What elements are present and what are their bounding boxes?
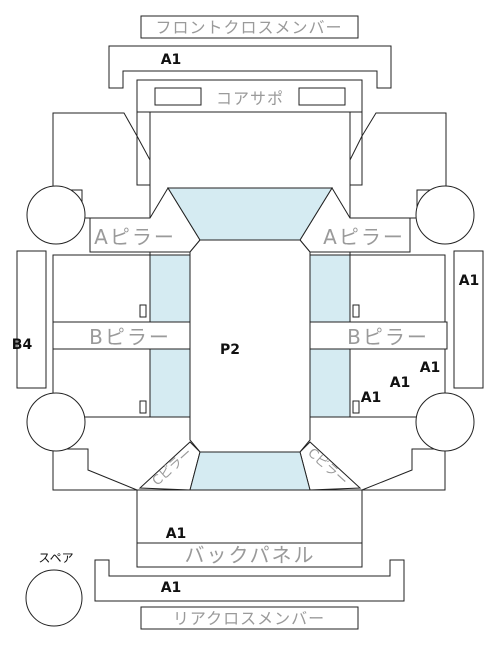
side-sill-right-mark: A1 xyxy=(459,273,480,289)
front-cross-member-mark: A1 xyxy=(161,52,182,68)
door-handle-rear-right xyxy=(352,400,360,414)
b-pillar-left[interactable] xyxy=(52,321,191,350)
core-support-label: コアサポ xyxy=(216,89,284,108)
rear-window[interactable] xyxy=(189,451,311,491)
roof[interactable] xyxy=(189,239,311,453)
wheel-rear-left[interactable] xyxy=(26,392,86,452)
door-handle-front-right xyxy=(352,304,360,318)
side-sill-left-mark: B4 xyxy=(12,337,33,353)
right-rear-mark-2: A1 xyxy=(390,375,411,391)
side-sill-left[interactable] xyxy=(16,250,47,389)
wheel-front-right[interactable] xyxy=(415,185,475,245)
right-rear-mark-1: A1 xyxy=(420,360,441,376)
back-panel-label: バックパネル xyxy=(185,543,316,567)
b-pillar-left-label: Bピラー xyxy=(89,325,171,349)
rear-quarter-right[interactable] xyxy=(361,448,446,491)
rear-cross-member-label: リアクロスメンバー xyxy=(173,609,325,628)
b-pillar-right-label: Bピラー xyxy=(347,325,429,349)
door-handle-front-left xyxy=(139,304,147,318)
wheel-front-left[interactable] xyxy=(26,185,86,245)
back-panel-mark: A1 xyxy=(166,526,187,542)
rear-cross-member-label-box xyxy=(140,606,359,630)
headlight-left xyxy=(154,87,202,106)
front-cross-member-label: フロントクロスメンバー xyxy=(155,18,342,37)
headlight-right xyxy=(298,87,346,106)
rear-cross-member-mark: A1 xyxy=(161,580,182,596)
right-rear-mark-3: A1 xyxy=(361,390,382,406)
rear-cross-member[interactable] xyxy=(94,559,405,602)
spare-label: スペア xyxy=(38,551,73,565)
roof-mark: P2 xyxy=(220,342,240,358)
wheel-rear-right[interactable] xyxy=(415,392,475,452)
door-handle-rear-left xyxy=(139,400,147,414)
front-cross-member[interactable] xyxy=(108,45,392,89)
front-cross-member-label-box xyxy=(140,15,359,39)
rear-quarter-left[interactable] xyxy=(53,448,138,491)
trunk[interactable] xyxy=(136,489,363,568)
side-sill-right[interactable] xyxy=(453,250,484,389)
spare-tire[interactable] xyxy=(25,569,83,627)
a-pillar-left-label: Aピラー xyxy=(94,225,176,249)
b-pillar-right[interactable] xyxy=(309,321,448,350)
a-pillar-right-label: Aピラー xyxy=(323,225,405,249)
